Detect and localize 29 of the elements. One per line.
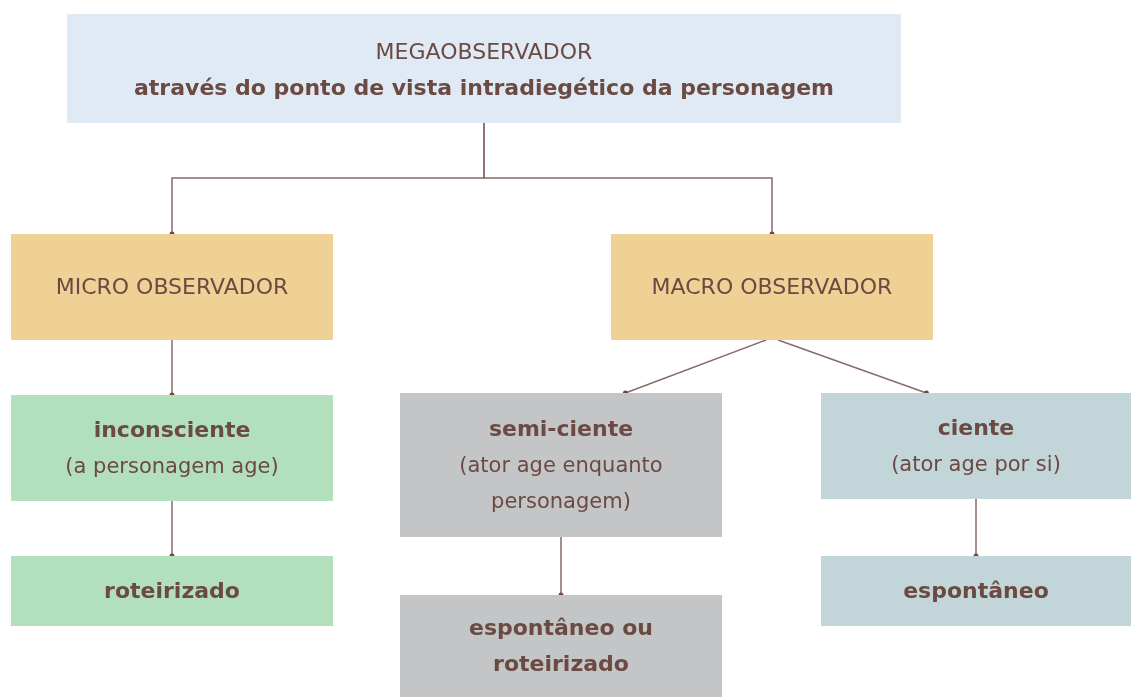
node-description: (ator age por si) — [891, 451, 1061, 478]
title-box — [67, 14, 901, 123]
type-box — [821, 393, 1131, 499]
node-label: espontâneo — [903, 577, 1049, 605]
connector-line — [169, 339, 175, 398]
category-box — [11, 234, 333, 340]
node-label: MICRO OBSERVADOR — [55, 273, 289, 301]
connector-line — [483, 122, 775, 237]
category-box — [611, 234, 933, 340]
type-box — [11, 395, 333, 501]
node-heading: ciente — [937, 414, 1015, 442]
node-description: (ator age enquanto personagem) — [458, 452, 664, 515]
node-heading: inconsciente — [93, 416, 251, 444]
result-box — [11, 556, 333, 626]
result-box — [400, 595, 722, 697]
node-label: espontâneo ou roteirizado — [467, 614, 654, 678]
connector-line — [558, 536, 564, 598]
diagram-heading: MEGAOBSERVADOR — [375, 37, 593, 66]
node-description: (a personagem age) — [65, 453, 279, 480]
connector-line — [777, 339, 929, 396]
result-box — [821, 556, 1131, 626]
node-heading: semi-ciente — [488, 415, 634, 443]
node-label: MACRO OBSERVADOR — [651, 273, 893, 301]
connector-line — [622, 339, 767, 396]
diagram-subheading: através do ponto de vista intradiegético da personagem — [134, 73, 834, 102]
type-box — [400, 393, 722, 537]
connector-line — [973, 498, 979, 559]
connector-line — [169, 500, 175, 559]
node-label: roteirizado — [104, 577, 240, 605]
